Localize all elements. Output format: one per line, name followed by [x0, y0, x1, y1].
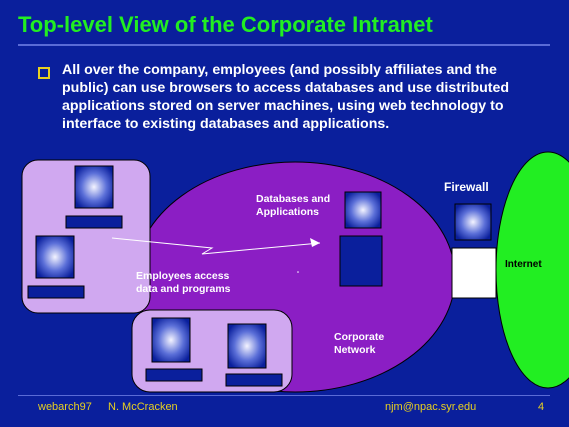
internet-cloud — [495, 151, 569, 389]
bullet-text: All over the company, employees (and pos… — [62, 62, 510, 132]
title-divider — [18, 44, 550, 46]
access-arrow — [111, 237, 321, 255]
footer-divider — [18, 395, 550, 396]
keyboard — [65, 215, 123, 229]
monitor-screen — [227, 323, 267, 369]
keyboard — [145, 368, 203, 382]
server-tower — [339, 235, 383, 287]
employees-label: Employees access data and programs — [136, 270, 231, 295]
firewall-label: Firewall — [444, 180, 489, 194]
footer-email: njm@npac.syr.edu — [385, 401, 477, 413]
page-number: 4 — [538, 401, 545, 413]
slide-title: Top-level View of the Corporate Intranet — [18, 12, 433, 37]
monitor-screen — [151, 317, 191, 363]
server-monitor — [344, 191, 382, 229]
databases-label: Databases and Applications — [256, 193, 331, 218]
monitor-screen — [35, 235, 75, 279]
firewall-box — [451, 247, 497, 299]
corporate-network-label: Corporate Network — [334, 331, 385, 356]
arrow-head-icon — [310, 238, 320, 247]
footer-course: webarch97 — [38, 401, 92, 413]
firewall-monitor — [454, 203, 492, 241]
keyboard — [225, 373, 283, 387]
keyboard — [27, 285, 85, 299]
footer-author: N. McCracken — [108, 401, 178, 413]
internet-label: Internet — [505, 259, 542, 270]
monitor-screen — [74, 165, 114, 209]
dot — [297, 271, 299, 273]
bullet-icon — [38, 67, 50, 79]
